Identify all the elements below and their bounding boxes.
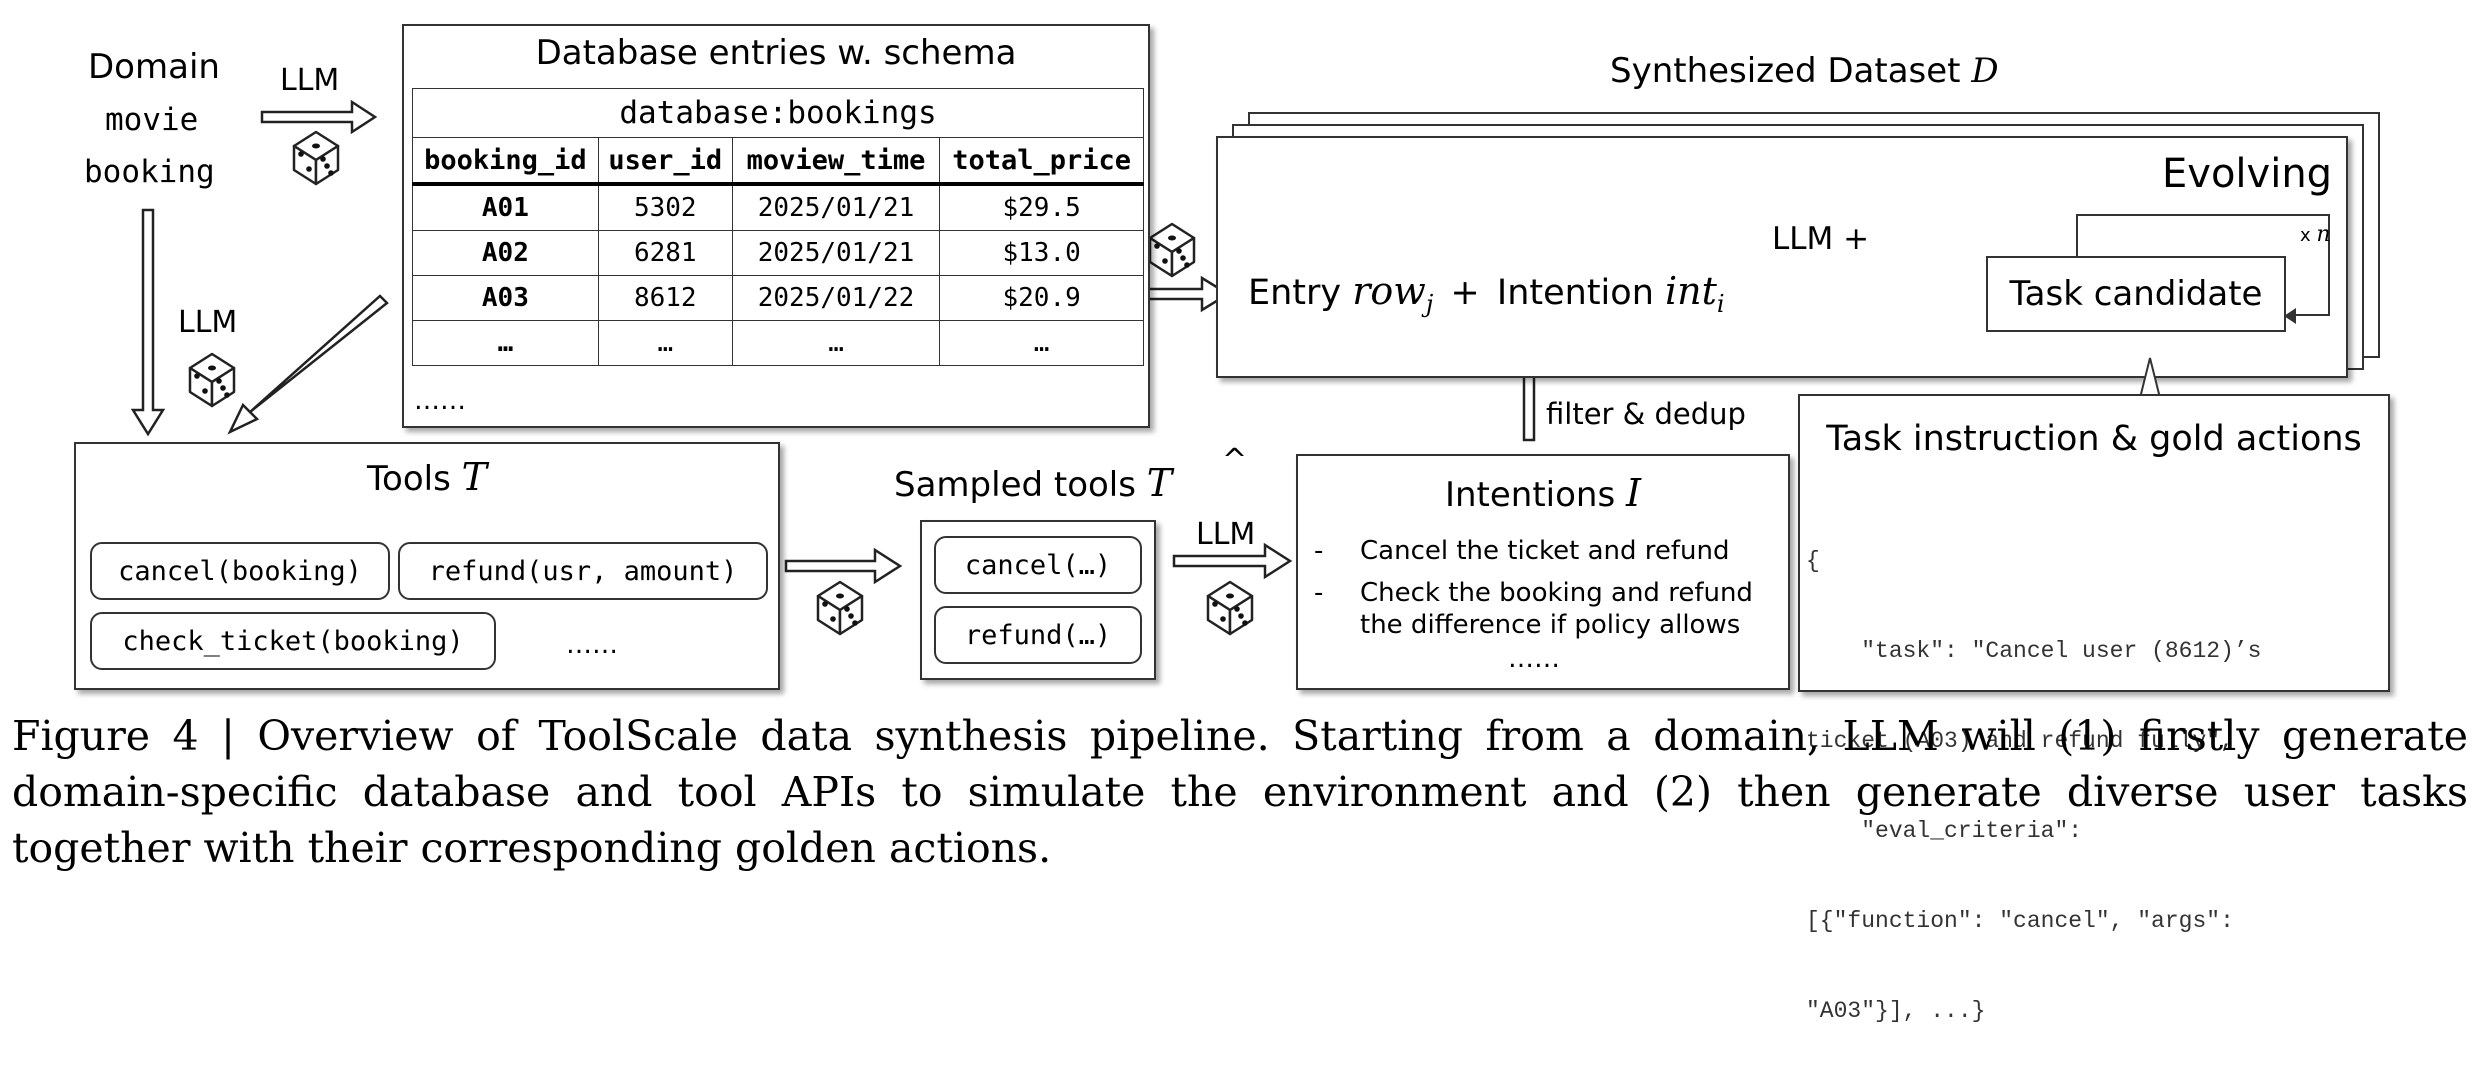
table-cell: … xyxy=(597,320,733,366)
table-cell: 6281 xyxy=(597,230,733,276)
dice-icon xyxy=(816,580,864,636)
entry-expression: Entry rowj + Intention inti xyxy=(1248,269,1725,318)
task-instruction-title: Task instruction & gold actions xyxy=(1826,419,2362,459)
dice-icon xyxy=(292,130,340,186)
tool-refund: refund(usr, amount) xyxy=(398,542,768,600)
llm-label: LLM xyxy=(1196,517,1256,552)
sampled-tool-refund: refund(…) xyxy=(934,606,1142,664)
llm-plus-label: LLM + xyxy=(1772,221,1870,257)
column-header: total_price xyxy=(939,137,1144,186)
column-header: moview_time xyxy=(731,137,941,186)
table-cell: … xyxy=(412,320,599,366)
table-cell: A01 xyxy=(412,183,599,231)
table-cell: A02 xyxy=(412,230,599,276)
code-line: [{"function": "cancel", "args": xyxy=(1806,908,2234,934)
callout-pointer xyxy=(2139,357,2161,399)
tools-panel: Tools T cancel(booking) refund(usr, amou… xyxy=(74,442,780,690)
task-candidate-box: Task candidate xyxy=(1986,256,2286,332)
column-header: booking_id xyxy=(412,137,599,186)
domain-value: booking xyxy=(84,154,215,190)
table-row: … … … … xyxy=(412,320,1144,366)
evolve-loop xyxy=(2076,214,2330,290)
table-row: A02 6281 2025/01/21 $13.0 xyxy=(412,230,1144,276)
tools-more: …… xyxy=(566,630,618,660)
table-cell: 2025/01/21 xyxy=(731,230,941,276)
llm-label: LLM xyxy=(280,63,340,98)
arrow-sampled-to-intentions xyxy=(1172,542,1293,580)
tool-check-ticket: check_ticket(booking) xyxy=(90,612,496,670)
table-cell: $13.0 xyxy=(939,230,1144,276)
code-line: "task": "Cancel user (8612)’s xyxy=(1806,638,2262,664)
arrow-head-icon xyxy=(2284,308,2296,324)
code-line: { xyxy=(1806,548,1820,574)
table-name: database:bookings xyxy=(412,88,1144,138)
table-row: A01 5302 2025/01/21 $29.5 xyxy=(412,183,1144,231)
synth-panel: Entry rowj + Intention inti LLM + Evolvi… xyxy=(1216,136,2348,378)
table-cell: 2025/01/22 xyxy=(731,275,941,321)
dice-icon xyxy=(188,352,236,408)
symbol-d: D xyxy=(1971,51,1999,91)
sampled-tools-title: Sampled tools T^ xyxy=(894,443,1248,505)
arrow-domain-to-tools xyxy=(130,208,166,437)
code-line: ticket (A03) and refund fully", xyxy=(1806,728,2234,754)
arrow-database-to-tools xyxy=(227,294,389,435)
task-instruction-panel: Task instruction & gold actions { "task"… xyxy=(1798,394,2390,1024)
hat-accent: ^ xyxy=(1222,443,1248,478)
repeat-count: x n xyxy=(2300,222,2331,247)
evolving-title: Evolving xyxy=(2162,151,2333,197)
intentions-more: …… xyxy=(1508,644,1560,674)
table-cell: $20.9 xyxy=(939,275,1144,321)
code-line: "A03"}], ...} xyxy=(1806,998,1986,1024)
tool-cancel: cancel(booking) xyxy=(90,542,390,600)
bullet-dash: - xyxy=(1314,578,1324,608)
dice-icon xyxy=(1206,580,1254,636)
intention-item: Cancel the ticket and refund xyxy=(1360,536,1730,566)
table-cell: … xyxy=(939,320,1144,366)
table-cell: 8612 xyxy=(597,275,733,321)
table-row: A03 8612 2025/01/22 $20.9 xyxy=(412,275,1144,321)
database-panel: Database entries w. schema database:book… xyxy=(402,24,1150,428)
arrow-tools-to-sampled xyxy=(784,547,903,585)
llm-label: LLM xyxy=(178,305,238,340)
domain-value: movie xyxy=(105,102,199,138)
column-header: user_id xyxy=(597,137,733,186)
table-cell: $29.5 xyxy=(939,183,1144,231)
dice-icon xyxy=(1148,222,1196,278)
intention-item-continued: the difference if policy allows xyxy=(1360,610,1741,640)
database-more: …… xyxy=(414,386,466,416)
tools-title: Tools T xyxy=(367,455,487,499)
table-cell: A03 xyxy=(412,275,599,321)
bullet-dash: - xyxy=(1314,536,1324,566)
intentions-title: Intentions I xyxy=(1444,471,1642,515)
database-table: database:bookings booking_id user_id mov… xyxy=(412,88,1144,366)
evolve-loop-return xyxy=(2294,288,2330,316)
figure-caption: Figure 4 | Overview of ToolScale data sy… xyxy=(12,712,2468,872)
sampled-tools-panel: cancel(…) refund(…) xyxy=(920,520,1156,680)
arrow-domain-to-database xyxy=(260,99,378,135)
domain-title: Domain xyxy=(88,47,220,87)
intention-item: Check the booking and refund xyxy=(1360,578,1753,608)
database-title: Database entries w. schema xyxy=(535,33,1017,73)
sampled-tool-cancel: cancel(…) xyxy=(934,536,1142,594)
synth-title: Synthesized Dataset D xyxy=(1610,51,1999,91)
filter-dedup-label: filter & dedup xyxy=(1546,397,1746,431)
table-cell: 5302 xyxy=(597,183,733,231)
table-cell: … xyxy=(731,320,941,366)
table-cell: 2025/01/21 xyxy=(731,183,941,231)
intentions-panel: Intentions I - Cancel the ticket and ref… xyxy=(1296,454,1790,690)
code-line: "eval_criteria": xyxy=(1806,818,2083,844)
task-candidate-label: Task candidate xyxy=(2009,274,2263,314)
